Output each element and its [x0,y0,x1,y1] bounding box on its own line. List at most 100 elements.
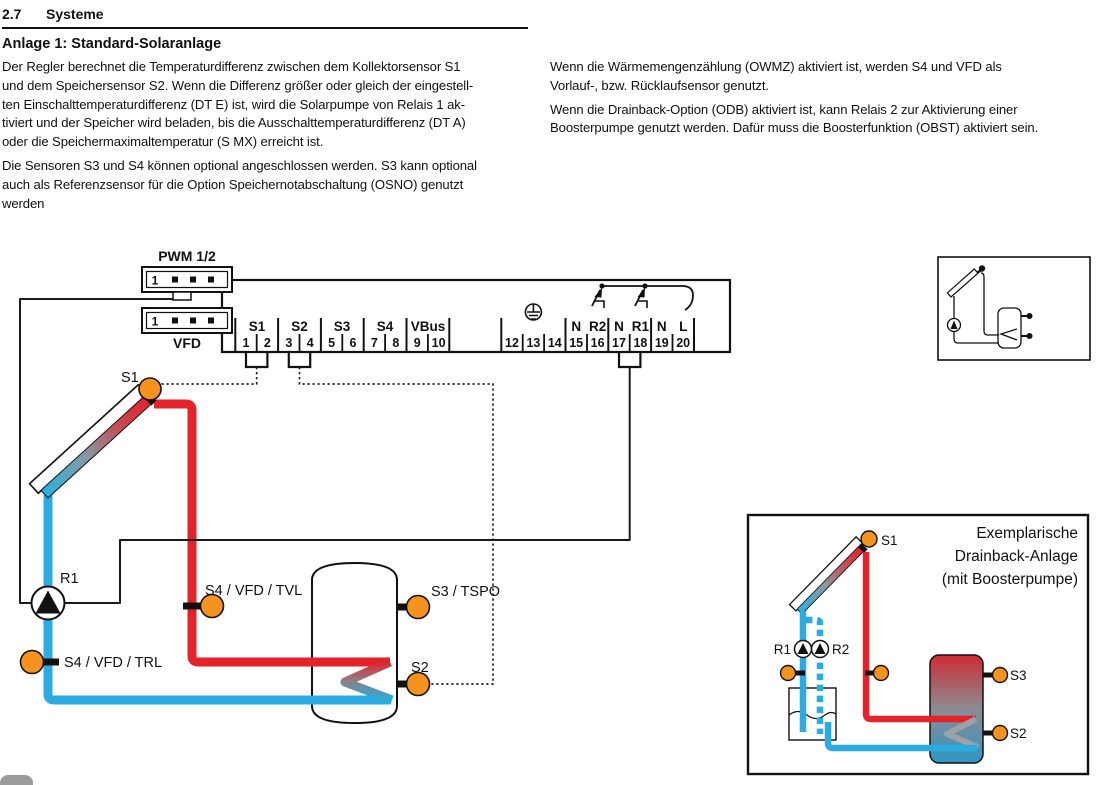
inset-sensor-s2: S2 [983,724,1027,742]
terminal-number: 15 [569,336,583,350]
relay-switch-symbols [591,283,694,311]
inset-title-line2: Drainback-Anlage [955,548,1078,565]
terminal-number: 2 [264,336,271,350]
inset-pump-r1 [793,639,813,659]
pwm-connector-label: PWM 1/2 [158,248,216,264]
pwm-connector: PWM 1/2 1 [141,248,233,301]
terminal-group-label-s3: S3 [334,319,351,334]
sensor-tvl-label: S4 / VFD / TVL [205,583,302,599]
terminal-number: 13 [526,336,540,350]
relay-label-n2: N [614,319,624,334]
relay-label-r2: R2 [589,319,606,334]
terminal-bracket-s1 [244,352,269,369]
inset-title-line3: (mit Boosterpumpe) [942,571,1078,588]
sensor-trl-label: S4 / VFD / TRL [64,655,162,671]
right-text-column: Wenn die Wärmemengenzählung (OWMZ) aktiv… [550,58,1098,143]
inset-booster-pipe-r2 [806,616,824,734]
tank-coil [340,657,394,705]
mini-sensor-s1 [978,265,986,272]
vfd-connector: 1 VFD [141,307,233,351]
sensor-tvl: S4 / VFD / TVL [183,583,302,619]
terminal-number: 5 [328,336,335,350]
terminal-number: 14 [548,336,562,350]
inset-title-line1: Exemplarische [976,525,1078,542]
mini-collector [946,268,979,298]
sensor-s1 [138,377,162,401]
terminal-number: 18 [633,336,647,350]
terminal-number: 10 [432,336,446,350]
left-text-column: Der Regler berechnet die Temperaturdiffe… [2,58,532,218]
terminal-number: 19 [655,336,669,350]
terminal-number: 17 [612,336,626,350]
section-number: 2.7 [2,6,22,22]
vfd-connector-label: VFD [173,335,201,351]
terminal-number: 16 [591,336,605,350]
wiring-diagram: S1 S2 S3 S4 VBus N R2 N R1 N L 1 2 3 4 5… [19,248,1091,776]
terminal-group-label-s1: S1 [249,319,266,334]
mini-sensor-top [1026,313,1033,319]
terminal-group-label-s4: S4 [377,319,394,334]
inset-hot-pipe [862,552,976,723]
inset-r2-label: R2 [832,642,849,657]
terminal-number: 6 [350,336,357,350]
page-number-badge [0,775,33,785]
sensor-tspo: S3 / TSPO [397,584,500,620]
inset-s1-mount [858,544,868,553]
controller-terminal-box: S1 S2 S3 S4 VBus N R2 N R1 N L 1 2 3 4 5… [220,278,732,369]
left-paragraph-2: Die Sensoren S3 und S4 können optional a… [2,157,477,211]
sensor-trl: S4 / VFD / TRL [19,649,162,675]
inset-pump-r2 [810,639,830,659]
relay-label-n1: N [571,319,581,334]
terminal-number: 4 [307,336,314,350]
sensor-s2-label: S2 [411,660,429,676]
drainback-inset: Exemplarische Drainback-Anlage (mit Boos… [746,513,1090,776]
terminal-number: 12 [505,336,519,350]
relay-label-r1: R1 [632,319,650,334]
terminal-dividers [255,334,674,352]
inset-sensor-s3: S3 [983,666,1027,684]
pump-r1-label: R1 [60,571,79,587]
solar-collector [28,383,153,499]
pwm-connector-tab [172,291,192,301]
relay1-pump-wire [65,367,631,604]
cold-pipe [43,495,391,705]
terminal-number: 8 [392,336,399,350]
terminal-number: 9 [414,336,421,350]
inset-sensor-cold [779,664,805,682]
sensor-s2: S2 [397,660,431,697]
pump-r1 [30,585,66,621]
terminal-number: 3 [285,336,292,350]
relay-label-n3: N [657,319,667,334]
inset-sensor-s1 [860,530,878,548]
left-paragraph-1: Der Regler berechnet die Temperaturdiffe… [2,59,474,150]
sensor-signal-wires [161,367,494,685]
inset-storage-tank [929,654,984,764]
mini-tank [997,307,1022,349]
controller-outline [220,278,732,354]
vfd-pin-1: 1 [152,315,159,329]
terminal-group-label-vbus: VBus [411,319,446,334]
inset-sensor-hot [865,664,890,682]
inset-s3-label: S3 [1010,668,1027,683]
sensor-s1-label: S1 [121,370,139,386]
right-paragraph-1: Wenn die Wärmemengenzählung (OWMZ) aktiv… [550,59,1002,93]
mini-tank-coil [998,328,1018,341]
inset-r1-label: R1 [774,642,791,657]
section-title: Systeme [46,6,104,22]
terminal-group-label-s2: S2 [291,319,308,334]
inset-s2-label: S2 [1010,726,1027,741]
mini-sensor-bottom [1026,333,1033,339]
earth-ground-icon [524,303,543,321]
hot-pipe [154,399,390,667]
inset-s1-label: S1 [881,533,898,548]
terminal-bracket-s2 [287,352,312,369]
water-level-wave [788,710,837,720]
inset-return-pipe [824,722,977,752]
terminal-number: 7 [371,336,378,350]
pwm-pin-1: 1 [152,274,159,288]
inset-tank-coil [944,716,980,750]
pwm-pump-wire [19,298,173,604]
section-header: 2.7 Systeme [2,6,528,29]
page-title: Anlage 1: Standard-Solaranlage [2,36,222,52]
